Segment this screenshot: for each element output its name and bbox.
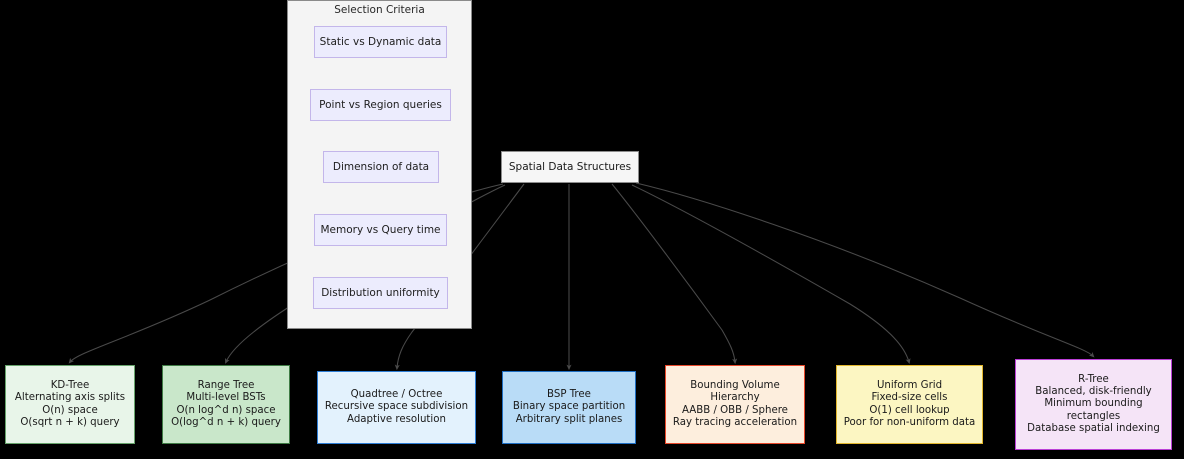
node-detail: Binary space partition — [512, 401, 626, 413]
criteria-static-vs-dynamic-data[interactable]: Static vs Dynamic data — [314, 26, 447, 58]
node-title: KD-Tree — [50, 380, 90, 392]
node-detail: Ray tracing acceleration — [672, 416, 798, 428]
node-detail: Adaptive resolution — [347, 413, 446, 425]
node-r-tree[interactable]: R-Tree Balanced, disk-friendly Minimum b… — [1015, 359, 1172, 450]
node-uniform-grid[interactable]: Uniform Grid Fixed-size cells O(1) cell … — [836, 365, 983, 444]
node-detail: Database spatial indexing — [1027, 422, 1160, 434]
criteria-dimension-of-data[interactable]: Dimension of data — [323, 151, 439, 183]
node-title: Hierarchy — [710, 392, 760, 404]
node-detail: Balanced, disk-friendly — [1035, 386, 1152, 398]
node-detail: rectangles — [1066, 410, 1121, 422]
node-title: Uniform Grid — [876, 380, 943, 392]
criteria-point-vs-region-queries[interactable]: Point vs Region queries — [310, 89, 451, 121]
node-detail: Multi-level BSTs — [186, 392, 266, 404]
node-range-tree[interactable]: Range Tree Multi-level BSTs O(n log^d n)… — [162, 365, 290, 444]
node-detail: AABB / OBB / Sphere — [682, 404, 788, 416]
criteria-label: Dimension of data — [332, 160, 430, 173]
node-detail: Arbitrary split planes — [515, 413, 623, 425]
node-detail: Alternating axis splits — [14, 392, 126, 404]
criteria-distribution-uniformity[interactable]: Distribution uniformity — [313, 277, 448, 309]
node-label: Spatial Data Structures — [508, 160, 632, 173]
node-detail: Minimum bounding — [1044, 398, 1143, 410]
criteria-label: Point vs Region queries — [319, 98, 442, 111]
node-title: Bounding Volume — [690, 380, 780, 392]
node-detail: O(sqrt n + k) query — [20, 416, 120, 428]
node-quadtree-octree[interactable]: Quadtree / Octree Recursive space subdiv… — [317, 371, 476, 444]
criteria-label: Distribution uniformity — [321, 286, 440, 299]
criteria-memory-vs-query-time[interactable]: Memory vs Query time — [314, 214, 447, 246]
node-title: BSP Tree — [547, 389, 591, 401]
node-title: Quadtree / Octree — [350, 389, 443, 401]
node-detail: O(n) space — [42, 404, 98, 416]
node-detail: Fixed-size cells — [871, 392, 948, 404]
node-detail: Recursive space subdivision — [324, 401, 469, 413]
node-bsp-tree[interactable]: BSP Tree Binary space partition Arbitrar… — [502, 371, 636, 444]
node-detail: O(log^d n + k) query — [171, 416, 281, 428]
edge-root-rtree — [635, 182, 1095, 358]
criteria-label: Static vs Dynamic data — [319, 35, 442, 48]
node-detail: O(n log^d n) space — [176, 404, 276, 416]
criteria-label: Memory vs Query time — [320, 223, 441, 236]
cluster-title: Selection Criteria — [334, 4, 425, 16]
node-kd-tree[interactable]: KD-Tree Alternating axis splits O(n) spa… — [5, 365, 135, 444]
node-title: Range Tree — [197, 380, 255, 392]
node-detail: Poor for non-uniform data — [843, 416, 976, 428]
node-detail: O(1) cell lookup — [869, 404, 950, 416]
node-spatial-data-structures[interactable]: Spatial Data Structures — [501, 151, 639, 183]
node-bounding-volume-hierarchy[interactable]: Bounding Volume Hierarchy AABB / OBB / S… — [665, 365, 805, 444]
edge-root-bvh — [611, 183, 738, 365]
node-title: R-Tree — [1078, 374, 1109, 386]
edge-root-uniformgrid — [631, 184, 911, 365]
